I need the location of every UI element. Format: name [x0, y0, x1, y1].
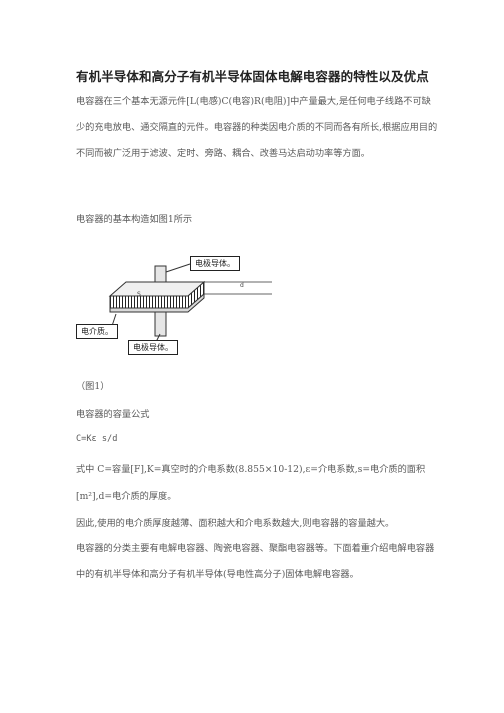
document-title: 有机半导体和高分子有机半导体固体电解电容器的特性以及优点 — [76, 69, 429, 84]
bottom-electrode-plate — [109, 292, 205, 313]
figure-s-label: S — [137, 291, 141, 298]
structure-intro: 电容器的基本构造如图1所示 — [76, 214, 193, 225]
formula-explanation-2: [m²],d=电介质的厚度。 — [76, 491, 177, 502]
capacitor-diagram — [108, 263, 272, 343]
formula-explanation-1: 式中 C=容量[F],K=真空时的介电系数(8.855×10-12),ε=介电系… — [76, 464, 426, 475]
figure-caption: （图1） — [76, 381, 110, 392]
formula: C=Kε s/d — [76, 434, 118, 444]
intro-paragraph: 电容器在三个基本无源元件[L(电感)C(电容)R(电阻)]中产量最大,是任何电子… — [76, 96, 438, 159]
conclusion-paragraph: 因此,使用的电介质厚度越薄、面积越大和介电系数越大,则电容器的容量越大。 — [76, 518, 395, 529]
leader-line-top — [165, 263, 191, 273]
capacitor-structure-figure: S d 电极导体。 电介质。 电极导体。 — [76, 256, 276, 364]
formula-heading: 电容器的容量公式 — [76, 409, 150, 420]
figure-d-label: d — [240, 282, 244, 289]
dielectric-label: 电介质。 — [76, 324, 118, 339]
electrode-top-label: 电极导体。 — [190, 256, 240, 271]
bottom-electrode-tab — [154, 311, 167, 337]
classification-paragraph: 电容器的分类主要有电解电容器、陶瓷电容器、聚酯电容器等。下面着重介绍电解电容器中… — [76, 543, 435, 580]
electrode-bottom-label: 电极导体。 — [128, 340, 178, 355]
